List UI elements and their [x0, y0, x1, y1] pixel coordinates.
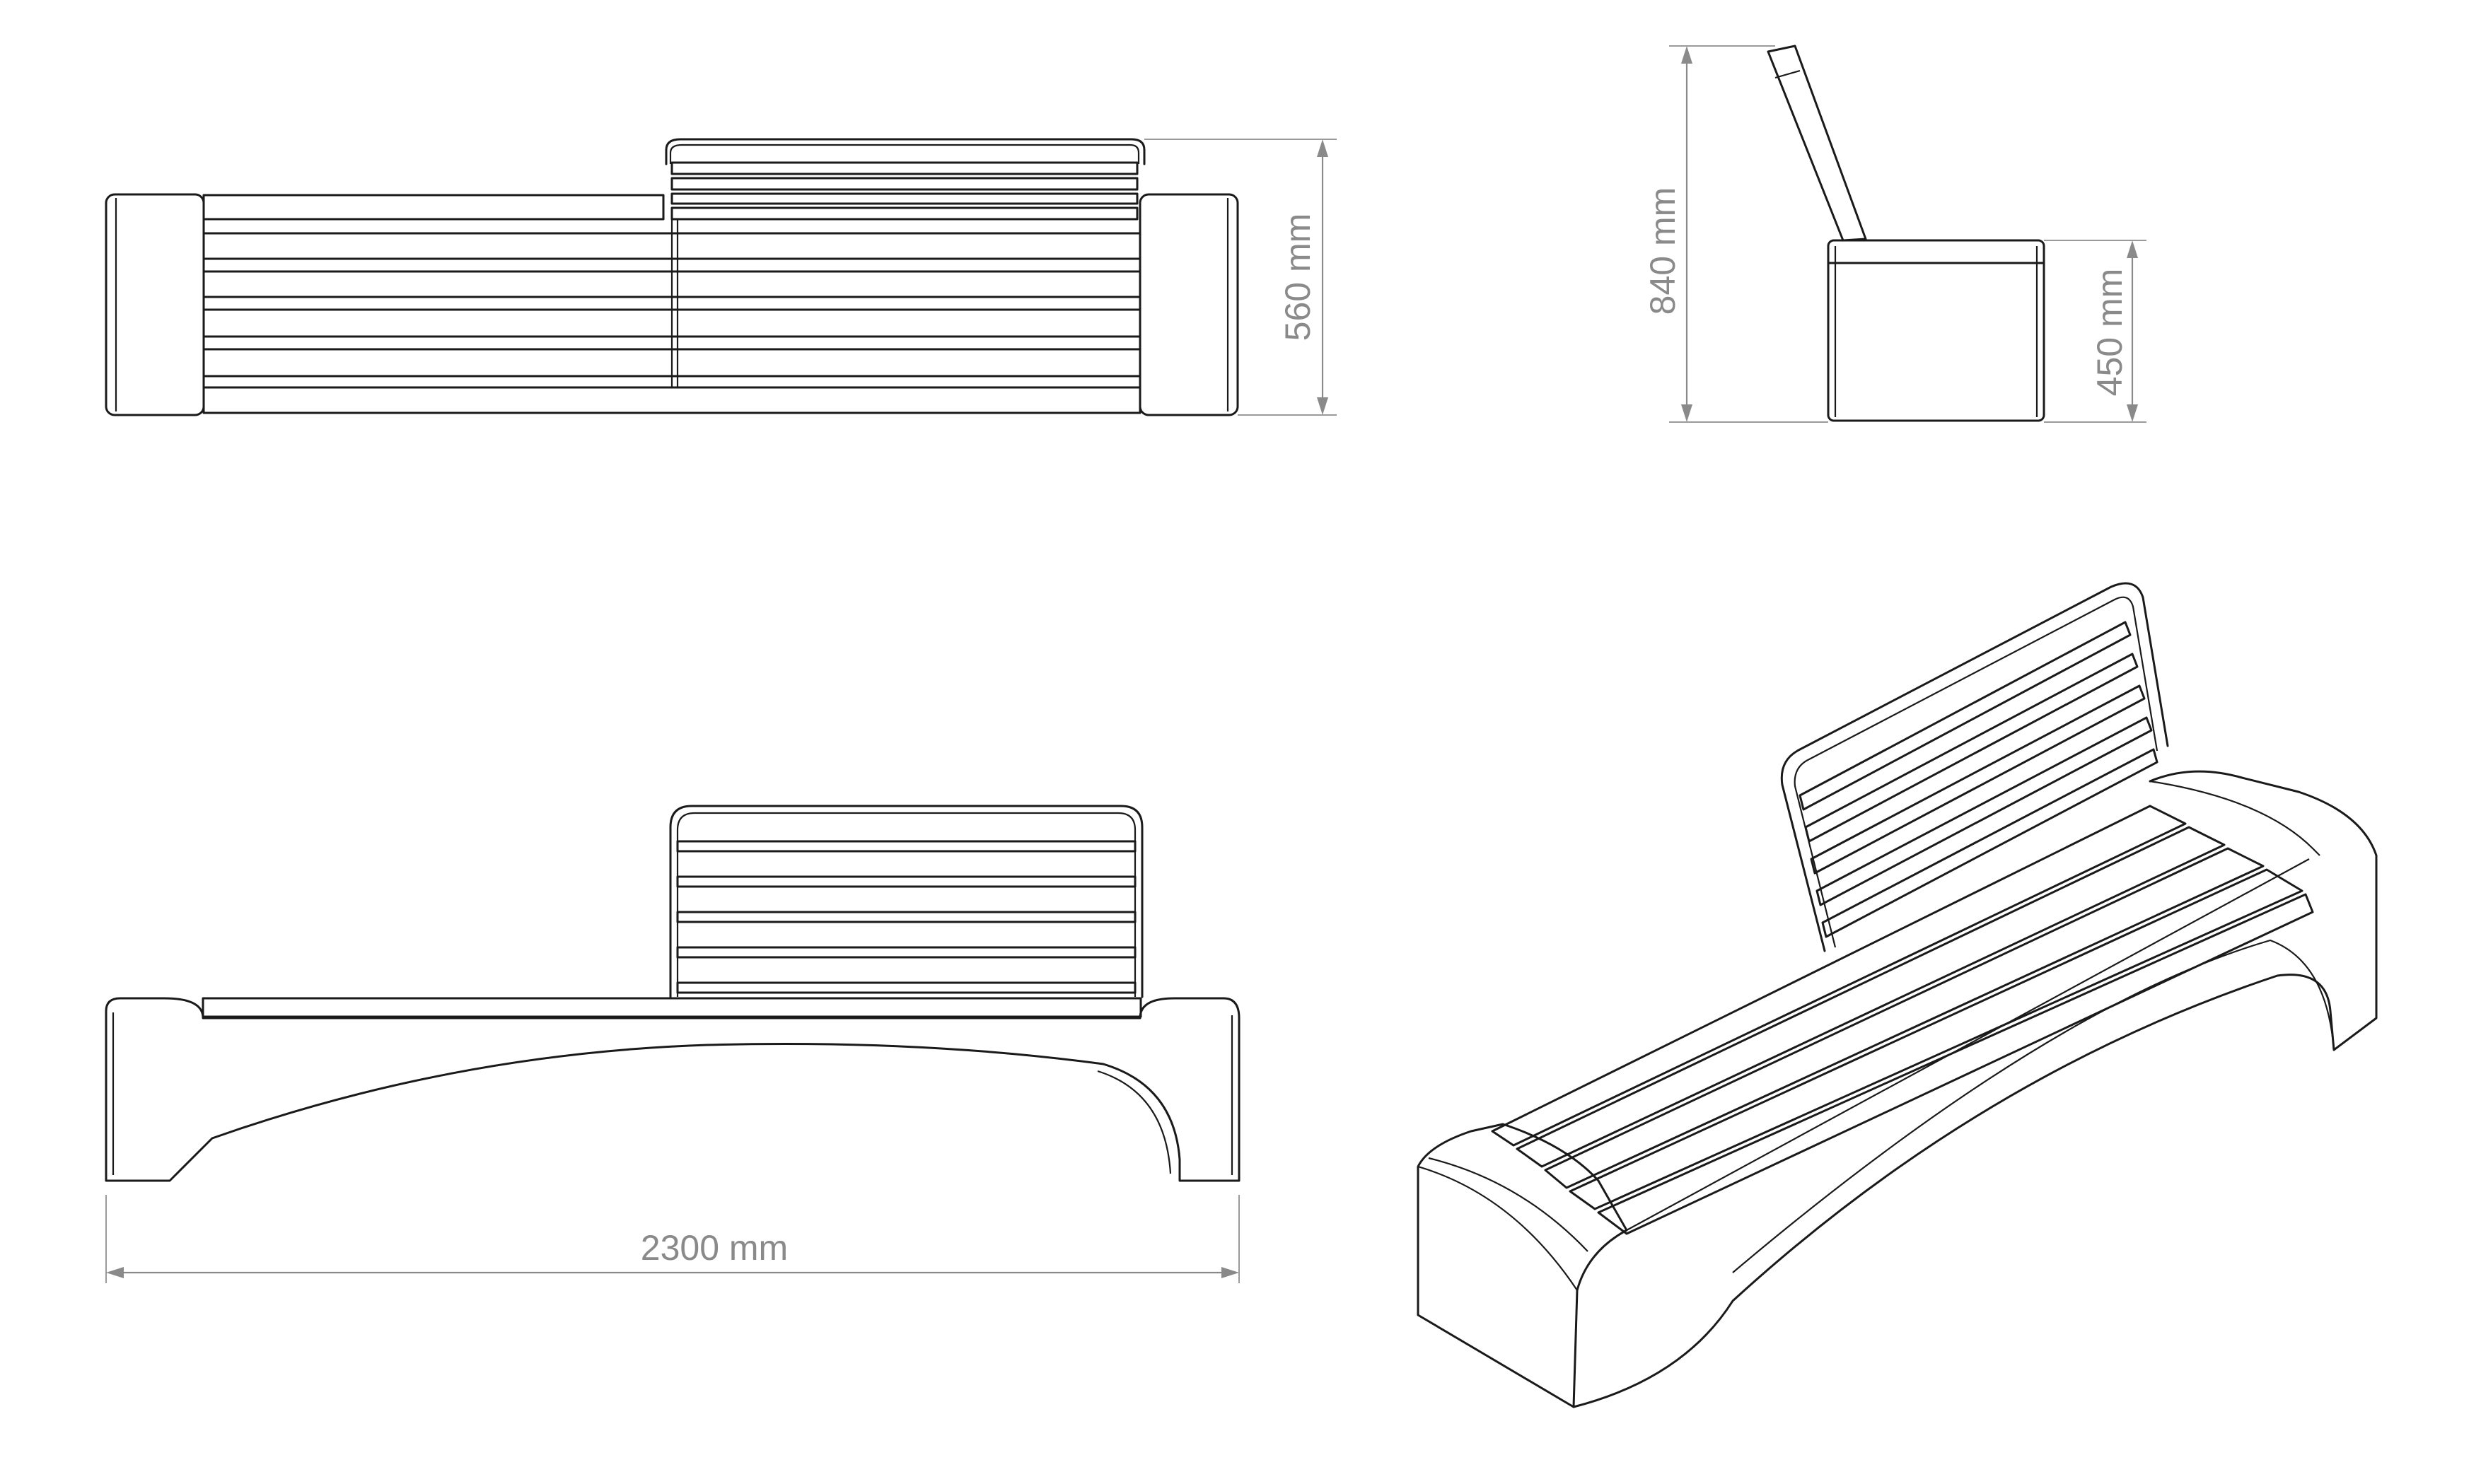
iso-seat-slat: [1491, 805, 2187, 1147]
seat-height-label: 450 mm: [2090, 269, 2130, 397]
iso-backrest-slat: [1804, 653, 2139, 843]
top-view-backrest-top: [665, 138, 1146, 165]
iso-backrest-slat: [1815, 716, 2153, 906]
dimension-total-height: 840 mm: [1643, 45, 1828, 423]
isometric-view: [1417, 582, 2378, 1408]
front-view-body: [105, 997, 1240, 1182]
iso-backrest-slat: [1810, 684, 2146, 875]
iso-seat-slat: [1597, 893, 2314, 1235]
top-view-backrest-slat: [670, 177, 1139, 191]
front-view: [105, 805, 1240, 1182]
front-view-backrest-frame: [669, 805, 1144, 998]
side-view-backrest: [1767, 45, 1867, 242]
iso-seat-slat: [1544, 847, 2265, 1189]
top-view-left-block: [105, 193, 205, 416]
top-view: [105, 138, 1239, 416]
iso-backrest-frame: [1780, 582, 2169, 952]
top-view-seat-slat: [202, 194, 665, 221]
iso-backrest-slat: [1799, 621, 2132, 811]
dimension-depth: 560 mm: [1144, 139, 1337, 416]
front-view-backrest-slat: [676, 911, 1137, 923]
iso-backrest-slat: [1821, 748, 2158, 938]
top-view-right-block: [1139, 193, 1239, 416]
iso-near-block: [1417, 1123, 1628, 1408]
front-view-backrest-slat: [676, 946, 1137, 959]
dimension-length: 2300 mm: [105, 1195, 1240, 1283]
top-view-backrest-slat: [670, 192, 1139, 205]
depth-label: 560 mm: [1278, 214, 1318, 341]
iso-seat-slat: [1569, 868, 2303, 1210]
top-view-backrest-slat: [670, 161, 1139, 175]
top-view-seat-slat: [202, 386, 1141, 414]
iso-seat-slat: [1516, 826, 2226, 1168]
front-view-backrest-slat: [676, 840, 1137, 853]
side-view: [1767, 45, 2045, 422]
dimension-seat-height: 450 mm: [2044, 240, 2146, 423]
length-label: 2300 mm: [641, 1228, 788, 1268]
front-view-backrest-slat: [676, 875, 1137, 888]
total-height-label: 840 mm: [1643, 187, 1683, 315]
front-view-seat-plank: [202, 997, 1142, 1018]
iso-body-outline: [1572, 770, 2378, 1408]
side-view-body: [1827, 239, 2045, 422]
top-view-backrest-slat: [670, 206, 1139, 221]
front-view-backrest-slat: [676, 981, 1137, 994]
